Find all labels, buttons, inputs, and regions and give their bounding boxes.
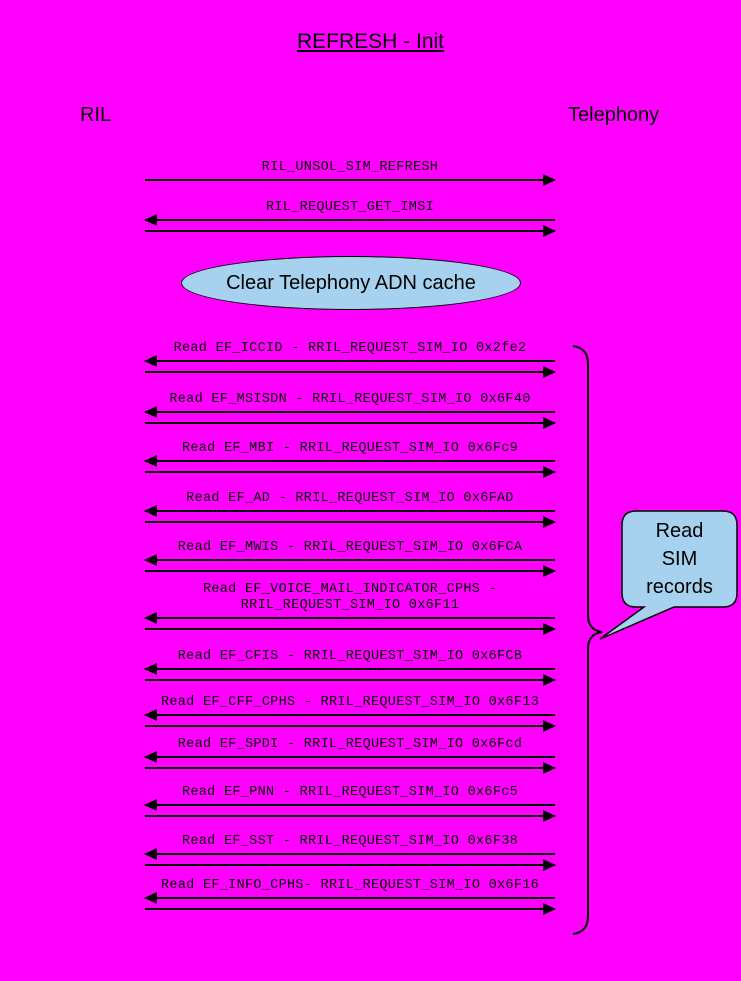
arrowhead-left xyxy=(144,355,157,367)
message-label: Read EF_PNN - RRIL_REQUEST_SIM_IO 0x6Fc5 xyxy=(181,785,519,800)
arrow-left xyxy=(144,455,555,467)
message-label: Read EF_MWIS - RRIL_REQUEST_SIM_IO 0x6FC… xyxy=(177,540,523,555)
arrow-right xyxy=(145,174,556,186)
arrowhead-right xyxy=(543,565,556,577)
message: Read EF_SPDI - RRIL_REQUEST_SIM_IO 0x6Fc… xyxy=(144,737,556,774)
arrow-right xyxy=(145,720,556,732)
callout-bubble xyxy=(599,510,738,640)
note-ellipse: Clear Telephony ADN cache xyxy=(181,256,521,310)
message: Read EF_AD - RRIL_REQUEST_SIM_IO 0x6FAD xyxy=(144,491,556,528)
arrowhead-right xyxy=(543,174,556,186)
arrowhead-right xyxy=(543,623,556,635)
arrow-left xyxy=(144,709,555,721)
arrow-left xyxy=(144,663,555,675)
callout-text-line: SIM xyxy=(661,548,698,570)
arrow-left xyxy=(144,848,555,860)
arrowhead-right xyxy=(543,762,556,774)
arrowhead-right xyxy=(543,466,556,478)
arrowhead-left xyxy=(144,612,157,624)
message: Read EF_MBI - RRIL_REQUEST_SIM_IO 0x6Fc9 xyxy=(144,441,556,478)
arrowhead-left xyxy=(144,709,157,721)
message-label: Read EF_SST - RRIL_REQUEST_SIM_IO 0x6F38 xyxy=(181,834,519,849)
callout-text: Read SIM records xyxy=(622,514,737,604)
message-label: RIL_REQUEST_GET_IMSI xyxy=(265,200,435,215)
arrowhead-left xyxy=(144,406,157,418)
message-label: Read EF_MSISDN - RRIL_REQUEST_SIM_IO 0x6… xyxy=(169,392,531,407)
message: Read EF_MSISDN - RRIL_REQUEST_SIM_IO 0x6… xyxy=(144,392,556,429)
arrow-left xyxy=(144,214,555,226)
arrowhead-left xyxy=(144,848,157,860)
message: RIL_REQUEST_GET_IMSI xyxy=(144,200,556,237)
group-brace xyxy=(572,345,603,935)
message-label: RIL_UNSOL_SIM_REFRESH xyxy=(261,160,439,175)
arrowhead-left xyxy=(144,214,157,226)
message: Read EF_MWIS - RRIL_REQUEST_SIM_IO 0x6FC… xyxy=(144,540,556,577)
arrow-left xyxy=(144,505,555,517)
arrow-left xyxy=(144,554,555,566)
participant-telephony: Telephony xyxy=(568,104,660,126)
message-label: Read EF_CFF_CPHS - RRIL_REQUEST_SIM_IO 0… xyxy=(160,695,540,710)
arrowhead-left xyxy=(144,505,157,517)
message-label: Read EF_CFIS - RRIL_REQUEST_SIM_IO 0x6FC… xyxy=(177,649,523,664)
arrowhead-left xyxy=(144,751,157,763)
arrowhead-left xyxy=(144,554,157,566)
arrowhead-left xyxy=(144,892,157,904)
message-label: Read EF_AD - RRIL_REQUEST_SIM_IO 0x6FAD xyxy=(186,491,514,506)
message: RIL_UNSOL_SIM_REFRESH xyxy=(145,160,556,186)
arrowhead-left xyxy=(144,455,157,467)
message-label: Read EF_SPDI - RRIL_REQUEST_SIM_IO 0x6Fc… xyxy=(177,737,523,752)
arrowhead-left xyxy=(144,663,157,675)
arrow-right xyxy=(145,366,556,378)
arrowhead-right xyxy=(543,720,556,732)
message-label: Read EF_INFO_CPHS- RRIL_REQUEST_SIM_IO 0… xyxy=(160,878,540,893)
arrow-left xyxy=(144,799,555,811)
arrow-right xyxy=(145,565,556,577)
arrow-right xyxy=(145,903,556,915)
arrowhead-left xyxy=(144,799,157,811)
message-label: Read EF_MBI - RRIL_REQUEST_SIM_IO 0x6Fc9 xyxy=(181,441,519,456)
arrow-right xyxy=(145,466,556,478)
arrow-right xyxy=(145,225,556,237)
message: Read EF_CFF_CPHS - RRIL_REQUEST_SIM_IO 0… xyxy=(144,695,556,732)
note-text: Clear Telephony ADN cache xyxy=(226,271,476,294)
arrowhead-right xyxy=(543,225,556,237)
message: Read EF_PNN - RRIL_REQUEST_SIM_IO 0x6Fc5 xyxy=(144,785,556,822)
arrow-right xyxy=(145,762,556,774)
arrow-left xyxy=(144,406,555,418)
arrowhead-right xyxy=(543,903,556,915)
arrowhead-right xyxy=(543,366,556,378)
message: Read EF_SST - RRIL_REQUEST_SIM_IO 0x6F38 xyxy=(144,834,556,871)
arrow-left xyxy=(144,892,555,904)
arrow-right xyxy=(145,859,556,871)
message: Read EF_INFO_CPHS- RRIL_REQUEST_SIM_IO 0… xyxy=(144,878,556,915)
arrowhead-right xyxy=(543,417,556,429)
callout-text-line: Read xyxy=(655,520,704,542)
arrow-right xyxy=(145,674,556,686)
message: Read EF_CFIS - RRIL_REQUEST_SIM_IO 0x6FC… xyxy=(144,649,556,686)
arrow-left xyxy=(144,355,555,367)
arrow-right xyxy=(145,516,556,528)
diagram-title: REFRESH - Init xyxy=(296,30,445,53)
message: Read EF_ICCID - RRIL_REQUEST_SIM_IO 0x2f… xyxy=(144,341,556,378)
message: Read EF_VOICE_MAIL_INDICATOR_CPHS - RRIL… xyxy=(144,582,556,635)
arrowhead-right xyxy=(543,516,556,528)
participant-ril: RIL xyxy=(80,104,112,126)
arrowhead-right xyxy=(543,859,556,871)
arrow-left xyxy=(144,612,555,624)
arrow-left xyxy=(144,751,555,763)
arrow-right xyxy=(145,417,556,429)
arrowhead-right xyxy=(543,674,556,686)
message-label: Read EF_VOICE_MAIL_INDICATOR_CPHS - RRIL… xyxy=(202,582,498,613)
arrow-right xyxy=(145,810,556,822)
arrow-right xyxy=(145,623,556,635)
message-label: Read EF_ICCID - RRIL_REQUEST_SIM_IO 0x2f… xyxy=(173,341,527,356)
callout-text-line: records xyxy=(646,576,713,598)
arrowhead-right xyxy=(543,810,556,822)
